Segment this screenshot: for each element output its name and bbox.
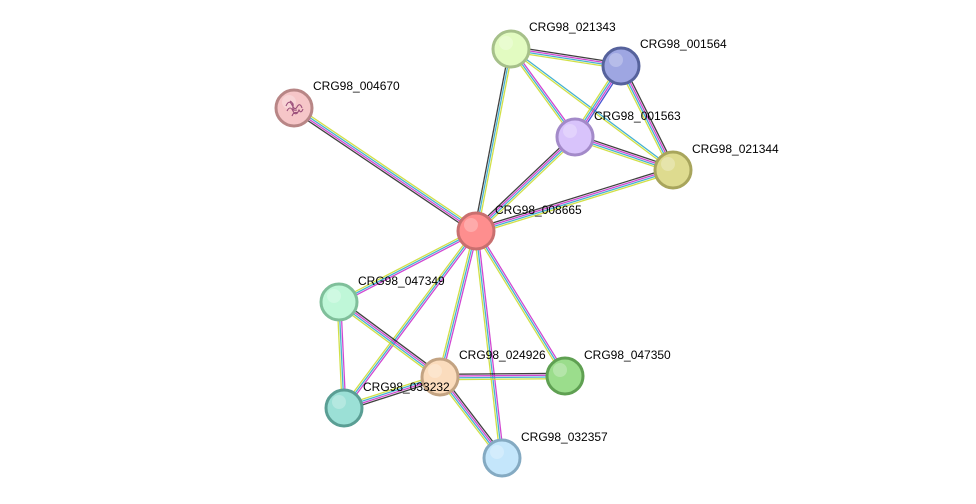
edge-evidence-black — [473, 48, 510, 231]
edge-evidence-yellow — [337, 303, 439, 380]
node-highlight — [332, 395, 346, 409]
node-label: CRG98_001564 — [640, 37, 727, 51]
edge-evidence-cyan — [476, 170, 674, 233]
edge-evidence-yellow — [295, 105, 478, 230]
edge-evidence-yellow — [437, 230, 475, 377]
node-layer — [274, 29, 693, 478]
edge-evidence-yellow — [618, 66, 672, 172]
node-CRG98_001564[interactable] — [601, 46, 641, 86]
edge-evidence-black — [292, 109, 475, 234]
edge-CRG98_008665-CRG98_021343[interactable] — [473, 48, 514, 232]
node-circle[interactable] — [324, 388, 364, 428]
edge-evidence-black — [622, 64, 676, 170]
node-CRG98_047350[interactable] — [545, 356, 585, 396]
node-highlight — [609, 53, 623, 67]
node-label: CRG98_047350 — [584, 348, 671, 362]
node-CRG98_047349[interactable] — [319, 282, 359, 322]
node-circle[interactable] — [491, 29, 531, 69]
edge-evidence-black — [340, 299, 442, 376]
edge-evidence-magenta — [344, 231, 478, 410]
edge-evidence-magenta — [293, 108, 476, 233]
edge-evidence-yellow — [476, 171, 674, 235]
node-highlight — [490, 445, 504, 459]
edge-CRG98_008665-CRG98_021344[interactable] — [475, 166, 674, 235]
node-label: CRG98_047349 — [358, 274, 445, 288]
node-CRG98_021344[interactable] — [653, 150, 693, 190]
node-highlight — [327, 289, 341, 303]
edge-CRG98_008665-CRG98_024926[interactable] — [437, 230, 479, 378]
edge-evidence-yellow — [477, 49, 514, 232]
edge-CRG98_008665-CRG98_004670[interactable] — [292, 105, 478, 234]
node-CRG98_001563[interactable] — [555, 117, 595, 157]
edge-evidence-magenta — [476, 229, 568, 376]
node-CRG98_021343[interactable] — [491, 29, 531, 69]
label-layer: CRG98_008665 CRG98_004670 CRG98_021343CRG9… — [313, 20, 779, 444]
edge-evidence-cyan — [475, 230, 503, 459]
edge-evidence-magenta — [339, 232, 478, 305]
node-highlight — [499, 36, 513, 50]
edge-evidence-cyan — [476, 137, 577, 233]
edge-evidence-magenta — [439, 374, 565, 377]
node-highlight — [661, 157, 675, 171]
node-highlight — [563, 124, 577, 138]
node-label: CRG98_024926 — [459, 348, 546, 362]
edge-evidence-cyan — [440, 376, 566, 379]
edge-CRG98_008665-CRG98_047350[interactable] — [473, 229, 568, 378]
edge-evidence-yellow — [473, 231, 501, 459]
edge-CRG98_008665-CRG98_001563[interactable] — [473, 134, 578, 234]
node-label: CRG98_008665 — [495, 203, 582, 217]
edge-CRG98_024926-CRG98_047350[interactable] — [439, 372, 566, 381]
node-CRG98_004670[interactable] — [274, 88, 314, 128]
edge-evidence-yellow — [477, 138, 578, 234]
edge-evidence-yellow — [473, 231, 565, 378]
node-circle[interactable] — [319, 282, 359, 322]
edge-layer — [292, 45, 676, 461]
edge-evidence-magenta — [474, 135, 575, 231]
edge-evidence-cyan — [338, 302, 440, 379]
node-label: CRG98_032357 — [521, 430, 608, 444]
edge-evidence-yellow — [337, 228, 476, 301]
edge-CRG98_008665-CRG98_047349[interactable] — [337, 228, 478, 305]
edge-CRG98_047349-CRG98_024926[interactable] — [337, 299, 442, 380]
edge-evidence-black — [439, 372, 565, 375]
node-circle[interactable] — [482, 438, 522, 478]
edge-evidence-cyan — [475, 230, 566, 377]
edge-evidence-yellow — [342, 229, 476, 408]
node-highlight — [464, 218, 478, 232]
edge-evidence-magenta — [477, 230, 505, 458]
node-circle[interactable] — [420, 357, 460, 397]
node-CRG98_024926[interactable] — [420, 357, 460, 397]
node-highlight — [553, 363, 567, 377]
node-label: CRG98_033232 — [363, 380, 450, 394]
edge-evidence-cyan — [338, 230, 477, 303]
node-label: CRG98_021343 — [529, 20, 616, 34]
node-label: CRG98_001563 — [594, 109, 681, 123]
edge-evidence-cyan — [475, 48, 512, 232]
node-label: CRG98_004670 — [313, 79, 400, 93]
edge-evidence-yellow — [440, 378, 566, 381]
node-circle[interactable] — [601, 46, 641, 86]
edge-evidence-magenta — [475, 168, 673, 231]
node-CRG98_032357[interactable] — [482, 438, 522, 478]
node-circle[interactable] — [456, 211, 496, 251]
edge-evidence-cyan — [294, 106, 477, 231]
edge-CRG98_008665-CRG98_033232[interactable] — [342, 229, 478, 410]
node-highlight — [428, 364, 442, 378]
edge-evidence-black — [473, 134, 574, 230]
node-circle[interactable] — [555, 117, 595, 157]
edge-evidence-magenta — [339, 300, 441, 377]
edge-evidence-cyan — [343, 230, 477, 409]
edge-evidence-cyan — [439, 230, 477, 378]
node-CRG98_033232[interactable] — [324, 388, 364, 428]
protein-structure-icon — [285, 100, 304, 117]
node-circle[interactable] — [653, 150, 693, 190]
edge-CRG98_008665-CRG98_032357[interactable] — [473, 230, 505, 459]
edge-evidence-magenta — [441, 231, 479, 378]
node-circle[interactable] — [545, 356, 585, 396]
edge-evidence-black — [475, 166, 673, 230]
node-label: CRG98_021344 — [692, 142, 779, 156]
node-CRG98_008665[interactable] — [456, 211, 496, 251]
